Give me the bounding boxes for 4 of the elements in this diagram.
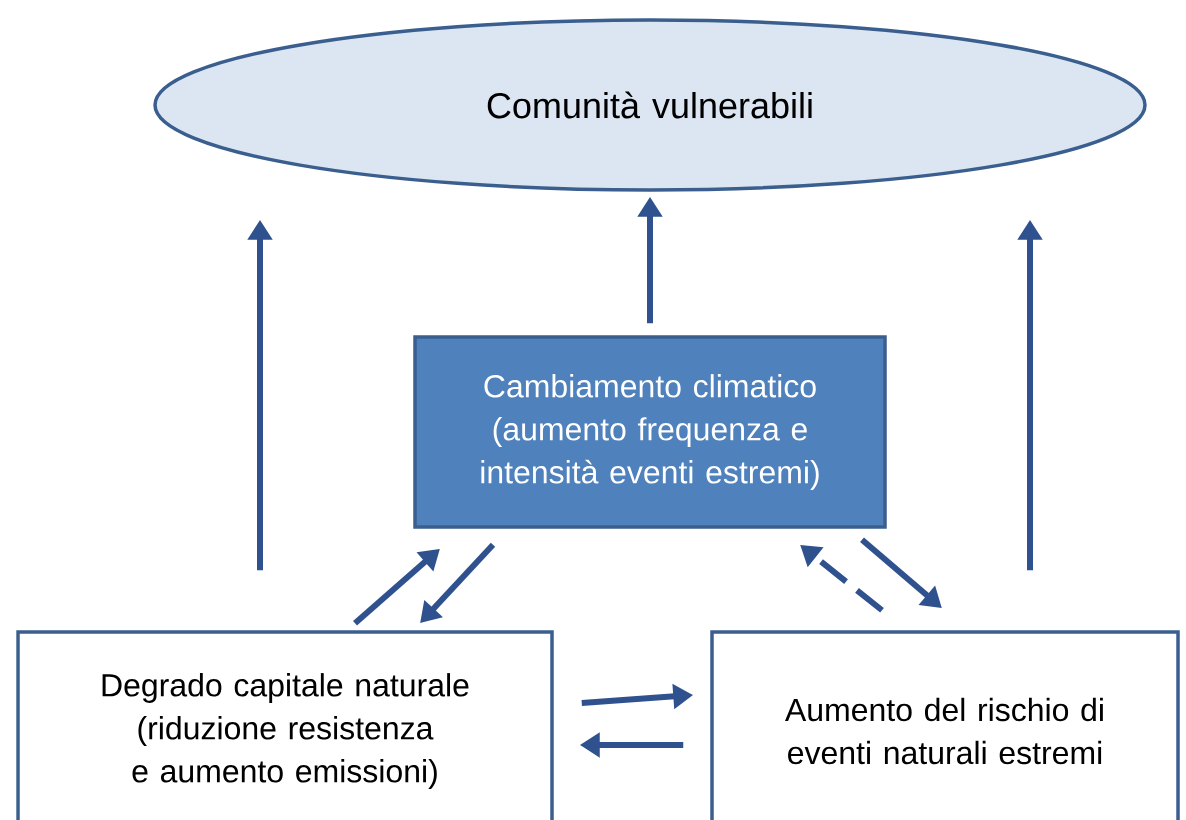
process-box: Degrado capitale naturale (riduzione resistenza e aumento emissioni): [16, 630, 554, 820]
ellipse-node: Comunità vulnerabili: [153, 18, 1147, 192]
process-box: Aumento del rischio di eventi naturali estremi: [710, 630, 1180, 820]
process-box: Cambiamento climatico (aumento frequenza e intensità eventi estremi): [413, 335, 887, 529]
